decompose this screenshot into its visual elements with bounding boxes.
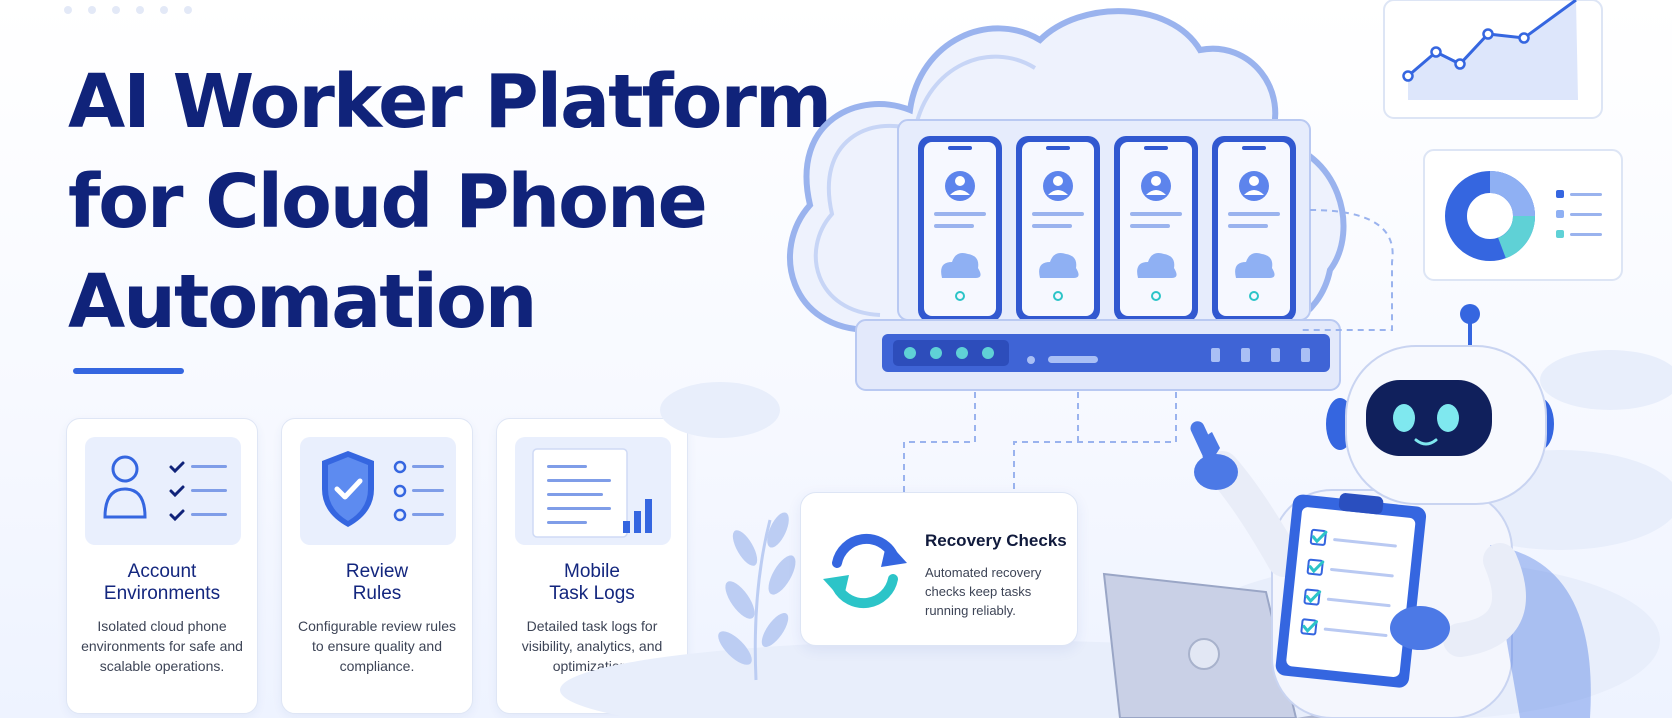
feature-card-account-environments: Account Environments Isolated cloud phon… (66, 418, 258, 714)
server-rack-icon (855, 319, 1341, 391)
phone-icon (1016, 136, 1100, 322)
recovery-description: Automated recovery checks keep tasks run… (925, 565, 1042, 618)
decorative-dots (64, 6, 192, 14)
card-title: Account Environments (103, 561, 221, 604)
recovery-checks-card: Recovery Checks Automated recovery check… (800, 492, 1078, 646)
card-title: Mobile Task Logs (549, 561, 635, 604)
recovery-title: Recovery Checks (925, 531, 1067, 550)
card-description: Isolated cloud phone environments for sa… (81, 618, 243, 674)
phone-group (918, 136, 1296, 322)
phone-icon (1212, 136, 1296, 322)
plant-icon (718, 512, 796, 681)
line-chart-icon (1383, 0, 1603, 119)
phone-icon (918, 136, 1002, 322)
title-line-2: for Cloud Phone (68, 159, 708, 245)
title-line-3: Automation (68, 259, 537, 345)
connector-lines (903, 209, 1394, 492)
card-description: Configurable review rules to ensure qual… (298, 618, 456, 674)
robot-icon (1190, 304, 1591, 718)
donut-chart-icon (1423, 149, 1623, 281)
card-description: Detailed task logs for visibility, analy… (521, 618, 663, 674)
shield-check-icon (300, 437, 456, 545)
page-title: AI Worker Platform for Cloud Phone Autom… (68, 52, 832, 352)
clipboard-checklist-icon (1275, 493, 1427, 688)
feature-card-mobile-task-logs: Mobile Task Logs Detailed task logs for … (496, 418, 688, 714)
title-line-1: AI Worker Platform (68, 59, 832, 145)
refresh-cycle-icon (817, 523, 913, 624)
feature-card-review-rules: Review Rules Configurable review rules t… (281, 418, 473, 714)
title-underline (73, 368, 184, 374)
phone-icon (1114, 136, 1198, 322)
card-title: Review Rules (345, 561, 409, 604)
user-checklist-icon (85, 437, 241, 545)
document-bar-chart-icon (515, 437, 671, 545)
